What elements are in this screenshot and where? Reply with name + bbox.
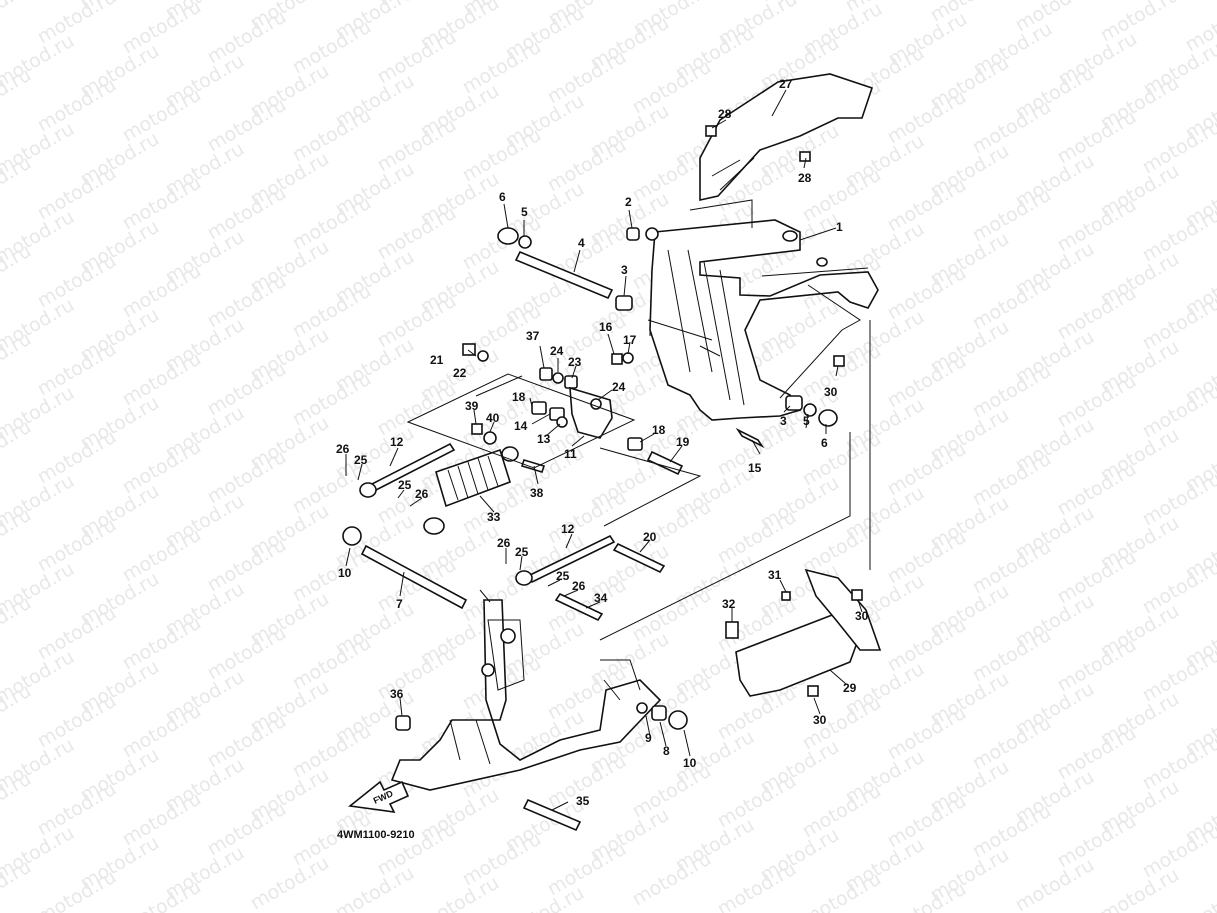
forward-direction-arrow: FWD (348, 780, 410, 813)
callout-label: 10 (683, 756, 697, 770)
callout-label: 30 (813, 713, 827, 727)
tie-rods-part (359, 442, 666, 622)
callout-label: 13 (537, 432, 551, 446)
callout-labels: 1 2 3 4 5 6 3 5 6 7 8 9 10 10 11 12 12 1… (336, 77, 869, 808)
callout-label: 7 (396, 597, 403, 611)
callout-label: 34 (594, 591, 608, 605)
chain-guard-part (699, 73, 874, 201)
rear-frame-part (645, 219, 879, 421)
callout-label: 3 (621, 263, 628, 277)
callout-label: 38 (530, 486, 544, 500)
callout-label: 16 (599, 320, 613, 334)
callout-label: 39 (465, 399, 479, 413)
callout-label: 2 (625, 195, 632, 209)
callout-label: 23 (568, 355, 582, 369)
callout-label: 21 (430, 353, 444, 367)
callout-label: 27 (779, 77, 793, 91)
callout-label: 30 (824, 385, 838, 399)
callout-label: 36 (390, 687, 404, 701)
callout-label: 12 (561, 522, 575, 536)
callout-label: 22 (453, 366, 467, 380)
callout-label: 35 (576, 794, 590, 808)
callout-label: 12 (390, 435, 404, 449)
callout-label: 6 (499, 190, 506, 204)
callout-label: 25 (556, 569, 570, 583)
callout-label: 18 (512, 390, 526, 404)
callout-label: 11 (564, 447, 577, 461)
shock-absorber-part (423, 446, 519, 535)
callout-label: 28 (718, 107, 732, 121)
callout-label: 8 (663, 744, 670, 758)
callout-label: 18 (652, 423, 666, 437)
callout-label: 14 (514, 419, 528, 433)
callout-label: 31 (768, 568, 782, 582)
callout-label: 40 (486, 411, 500, 425)
callout-label: 24 (550, 344, 564, 358)
callout-label: 26 (572, 579, 586, 593)
callout-label: 24 (612, 380, 626, 394)
callout-label: 9 (645, 731, 652, 745)
callout-label: 10 (338, 566, 352, 580)
callout-label: 25 (515, 545, 529, 559)
callout-label: 26 (497, 536, 511, 550)
callout-label: 26 (415, 487, 429, 501)
callout-label: 33 (487, 510, 501, 524)
leader-lines (345, 89, 863, 811)
callout-label: 32 (722, 597, 736, 611)
inner-fender-part (725, 355, 882, 697)
callout-label: 5 (803, 414, 810, 428)
callout-label: 37 (526, 329, 540, 343)
callout-label: 3 (780, 414, 787, 428)
callout-label: 30 (855, 609, 869, 623)
callout-label: 19 (676, 435, 690, 449)
assembly-guide-lines (406, 199, 871, 641)
callout-label: 20 (643, 530, 657, 544)
pivot-shaft-part (342, 526, 468, 610)
callout-label: 5 (521, 205, 528, 219)
hardware-parts (462, 125, 838, 476)
callout-label: 25 (398, 478, 412, 492)
callout-label: 25 (354, 453, 368, 467)
callout-label: 26 (336, 442, 350, 456)
callout-label: 15 (748, 461, 762, 475)
callout-label: 17 (623, 333, 637, 347)
swingarm-part (390, 599, 688, 832)
callout-label: 6 (821, 436, 828, 450)
callout-label: 1 (836, 220, 843, 234)
callout-label: 4 (578, 236, 585, 250)
callout-label: 28 (798, 171, 812, 185)
diagram-code: 4WM1100-9210 (337, 829, 415, 841)
callout-label: 29 (843, 681, 857, 695)
